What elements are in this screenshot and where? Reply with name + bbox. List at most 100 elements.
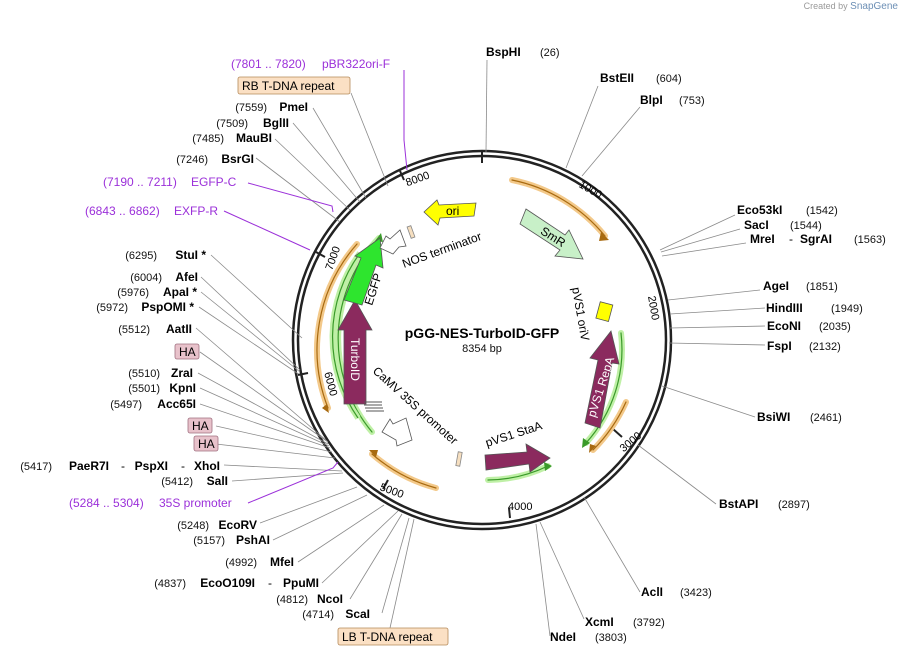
enzyme-ncoi-pos: (4812) — [276, 594, 308, 606]
ha-label-2: HA — [192, 419, 209, 433]
enzyme-scai-pos: (4714) — [302, 609, 334, 621]
enzyme-kpni-pos: (5501) — [128, 383, 160, 395]
enzyme-sep: - — [789, 232, 793, 246]
ha-label-3: HA — [198, 437, 215, 451]
tick-label-2000: 2000 — [645, 295, 661, 321]
enzyme-hindiii[interactable]: HindIII — [766, 301, 803, 315]
feature-pvs1-repa-label: pVS1 RepA — [585, 355, 618, 419]
enzyme-bsteii[interactable]: BstEII — [600, 71, 634, 85]
enzyme-econi[interactable]: EcoNI — [767, 319, 801, 333]
enzyme-xhoi[interactable]: XhoI — [194, 459, 220, 473]
feature-pvs1-staa-label: pVS1 StaA — [484, 418, 544, 449]
enzyme-kpni[interactable]: KpnI — [169, 381, 196, 395]
enzyme-ecorv[interactable]: EcoRV — [219, 518, 257, 532]
feature-pvs1-repa[interactable]: pVS1 RepA — [584, 330, 620, 429]
primer-35s-promoter[interactable]: 35S promoter — [159, 496, 232, 510]
tick-label-5000: 5000 — [378, 481, 405, 501]
enzyme-pmei[interactable]: PmeI — [279, 100, 308, 114]
enzyme-agei[interactable]: AgeI — [763, 279, 789, 293]
orf-arcs — [314, 177, 629, 491]
rb-tdna-box[interactable] — [237, 76, 351, 95]
enzyme-bsiwi-pos: (2461) — [810, 412, 842, 424]
enzyme-pspomi-pos: (5972) — [96, 302, 128, 314]
enzyme-sali-pos: (5412) — [161, 476, 193, 488]
enzyme-sep-pae: - — [121, 459, 125, 473]
primer-pbr322ori-f[interactable]: pBR322ori-F — [322, 57, 390, 71]
enzyme-bsiwi[interactable]: BsiWI — [757, 410, 790, 424]
enzyme-ncoi[interactable]: NcoI — [317, 592, 343, 606]
primer-exfp-r-range: (6843 .. 6862) — [85, 204, 160, 218]
enzyme-ecoo109i-pos: (4837) — [154, 578, 186, 590]
feature-camv-35s[interactable]: CaMV 35S promoter — [370, 364, 461, 448]
enzyme-apai[interactable]: ApaI * — [163, 285, 197, 299]
enzyme-bglii-pos: (7509) — [216, 118, 248, 130]
enzyme-scai[interactable]: ScaI — [345, 607, 370, 621]
enzyme-stui-pos: (6295) — [125, 250, 157, 262]
enzyme-pspomi[interactable]: PspOMI * — [141, 300, 194, 314]
snapgene-logo: SnapGene — [850, 1, 898, 12]
enzyme-fspi-pos: (2132) — [809, 341, 841, 353]
enzyme-aatii[interactable]: AatII — [166, 322, 192, 336]
primer-labels: (7801 .. 7820) pBR322ori-F (7190 .. 7211… — [69, 57, 390, 510]
enzyme-econi-pos: (2035) — [819, 321, 851, 333]
ha-box-3[interactable] — [193, 435, 219, 452]
enzyme-maubi-pos: (7485) — [192, 133, 224, 145]
feature-pvs1-staa[interactable]: pVS1 StaA — [484, 418, 551, 473]
enzyme-zrai[interactable]: ZraI — [171, 366, 193, 380]
enzyme-ndei-pos: (3803) — [595, 632, 627, 644]
green-arcs — [329, 233, 625, 483]
enzyme-aatii-pos: (5512) — [118, 324, 150, 336]
enzyme-bsteii-pos: (604) — [656, 73, 682, 85]
primer-egfp-c[interactable]: EGFP-C — [191, 175, 237, 189]
rb-mark — [406, 225, 416, 239]
enzyme-acc65i[interactable]: Acc65I — [157, 397, 196, 411]
enzyme-xcmi[interactable]: XcmI — [585, 615, 614, 629]
enzyme-acli[interactable]: AclI — [641, 585, 663, 599]
enzyme-sgrai[interactable]: SgrAI — [800, 232, 832, 246]
ha-box-1[interactable] — [174, 343, 200, 360]
enzyme-stui[interactable]: StuI * — [175, 248, 206, 262]
enzyme-acli-pos: (3423) — [680, 587, 712, 599]
enzyme-agei-pos: (1851) — [806, 281, 838, 293]
enzyme-ppumi[interactable]: PpuMI — [283, 576, 319, 590]
enzyme-acc65i-pos: (5497) — [110, 399, 142, 411]
enzyme-pshai[interactable]: PshAI — [236, 533, 270, 547]
enzyme-ecoo109i[interactable]: EcoO109I — [200, 576, 255, 590]
enzyme-ndei[interactable]: NdeI — [550, 630, 576, 644]
lb-tdna-label: LB T-DNA repeat — [342, 630, 433, 644]
enzyme-paer7i[interactable]: PaeR7I — [69, 459, 109, 473]
enzyme-bsrgi[interactable]: BsrGI — [221, 152, 254, 166]
enzyme-mfei[interactable]: MfeI — [270, 555, 294, 569]
enzyme-fspi[interactable]: FspI — [767, 339, 792, 353]
plasmid-length: 8354 bp — [462, 343, 502, 355]
enzyme-bsphi-pos: (26) — [540, 47, 560, 59]
enzyme-blpi[interactable]: BlpI — [640, 93, 663, 107]
enzyme-afei[interactable]: AfeI — [175, 270, 198, 284]
enzyme-bstapi[interactable]: BstAPI — [719, 497, 758, 511]
snapgene-credit: Created by SnapGene — [804, 1, 898, 12]
enzyme-eco53ki-pos: (1542) — [806, 205, 838, 217]
feature-nos[interactable]: NOS terminator — [379, 229, 483, 271]
enzyme-blpi-pos: (753) — [679, 95, 705, 107]
enzyme-saci[interactable]: SacI — [744, 218, 769, 232]
enzyme-labels-left: ScaI (4714) NcoI (4812) PpuMI - EcoO109I… — [20, 100, 370, 621]
feature-pvs1-oriv[interactable]: pVS1 oriV — [569, 286, 614, 342]
enzyme-bsphi[interactable]: BspHI — [486, 45, 521, 59]
enzyme-labels-right: BspHI (26) BstEII (604) BlpI (753) Eco53… — [486, 45, 886, 644]
enzyme-sali[interactable]: SalI — [207, 474, 228, 488]
primer-egfp-c-range: (7190 .. 7211) — [103, 175, 177, 189]
lb-tdna-box[interactable] — [337, 627, 449, 646]
feature-smr[interactable]: SmR — [519, 208, 584, 260]
enzyme-eco53ki[interactable]: Eco53kI — [737, 203, 782, 217]
enzyme-maubi[interactable]: MauBI — [236, 131, 272, 145]
feature-ori[interactable]: ori — [423, 199, 477, 226]
ha-box-2[interactable] — [187, 417, 213, 434]
enzyme-bglii[interactable]: BglII — [263, 116, 289, 130]
enzyme-pspxi[interactable]: PspXI — [135, 459, 168, 473]
tick-label-4000: 4000 — [508, 501, 532, 513]
plasmid-name: pGG-NES-TurboID-GFP — [405, 325, 560, 341]
primer-exfp-r[interactable]: EXFP-R — [174, 204, 218, 218]
enzyme-mrei[interactable]: MreI — [750, 232, 775, 246]
enzyme-pshai-pos: (5157) — [193, 535, 225, 547]
feature-turboid[interactable]: TurboID — [337, 299, 373, 405]
